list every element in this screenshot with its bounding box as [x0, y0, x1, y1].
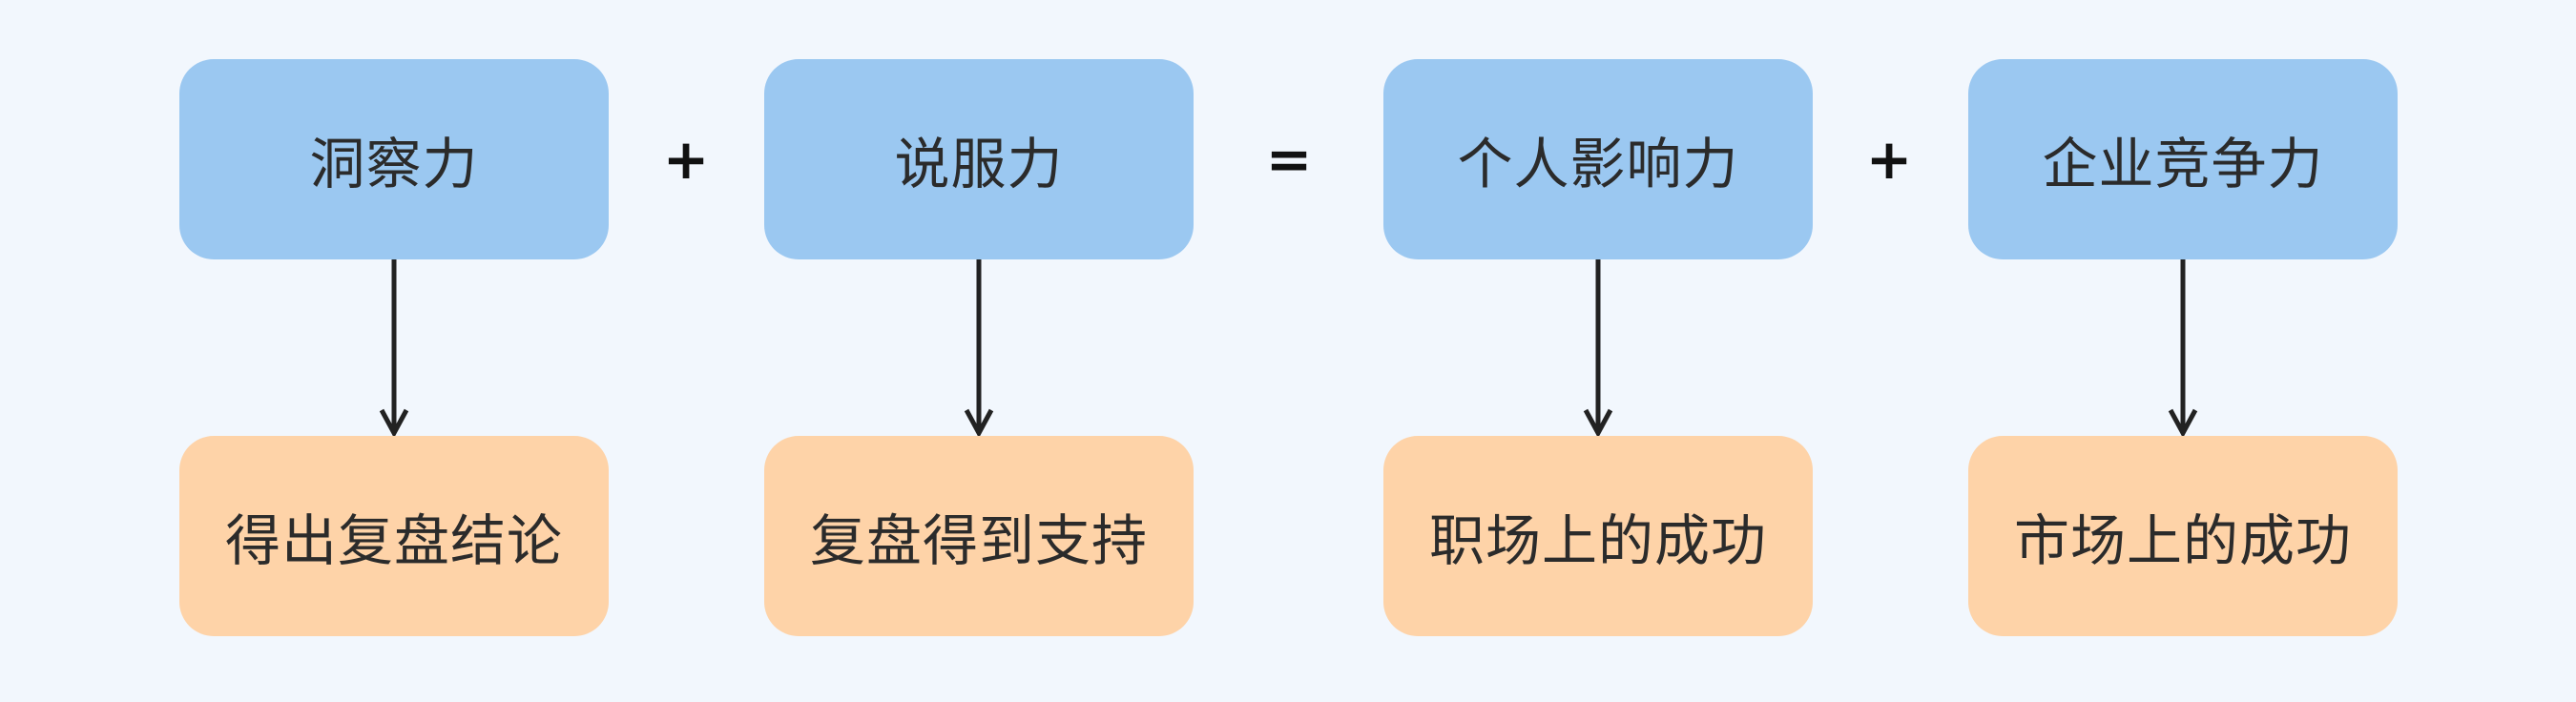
arrow-2 [964, 259, 994, 439]
review-conclusion-label: 得出复盘结论 [224, 508, 563, 573]
review-support-box: 复盘得到支持 [764, 436, 1194, 636]
plus-operator-1: + [662, 127, 710, 192]
workplace-success-box: 职场上的成功 [1383, 436, 1813, 636]
enterprise-competitiveness-box: 企业竞争力 [1968, 59, 2398, 259]
market-success-box: 市场上的成功 [1968, 436, 2398, 636]
arrow-3 [1583, 259, 1613, 439]
plus-operator-2: + [1865, 127, 1913, 192]
arrow-1 [379, 259, 409, 439]
workplace-success-label: 职场上的成功 [1428, 508, 1767, 573]
persuasion-label: 说服力 [894, 132, 1064, 196]
personal-influence-box: 个人影响力 [1383, 59, 1813, 259]
arrow-4 [2168, 259, 2198, 439]
review-support-label: 复盘得到支持 [809, 508, 1148, 573]
review-conclusion-box: 得出复盘结论 [179, 436, 609, 636]
equals-operator: = [1265, 127, 1313, 192]
personal-influence-label: 个人影响力 [1457, 132, 1739, 196]
insight-label: 洞察力 [309, 132, 479, 196]
persuasion-box: 说服力 [764, 59, 1194, 259]
enterprise-competitiveness-label: 企业竞争力 [2042, 132, 2324, 196]
insight-box: 洞察力 [179, 59, 609, 259]
market-success-label: 市场上的成功 [2013, 508, 2352, 573]
